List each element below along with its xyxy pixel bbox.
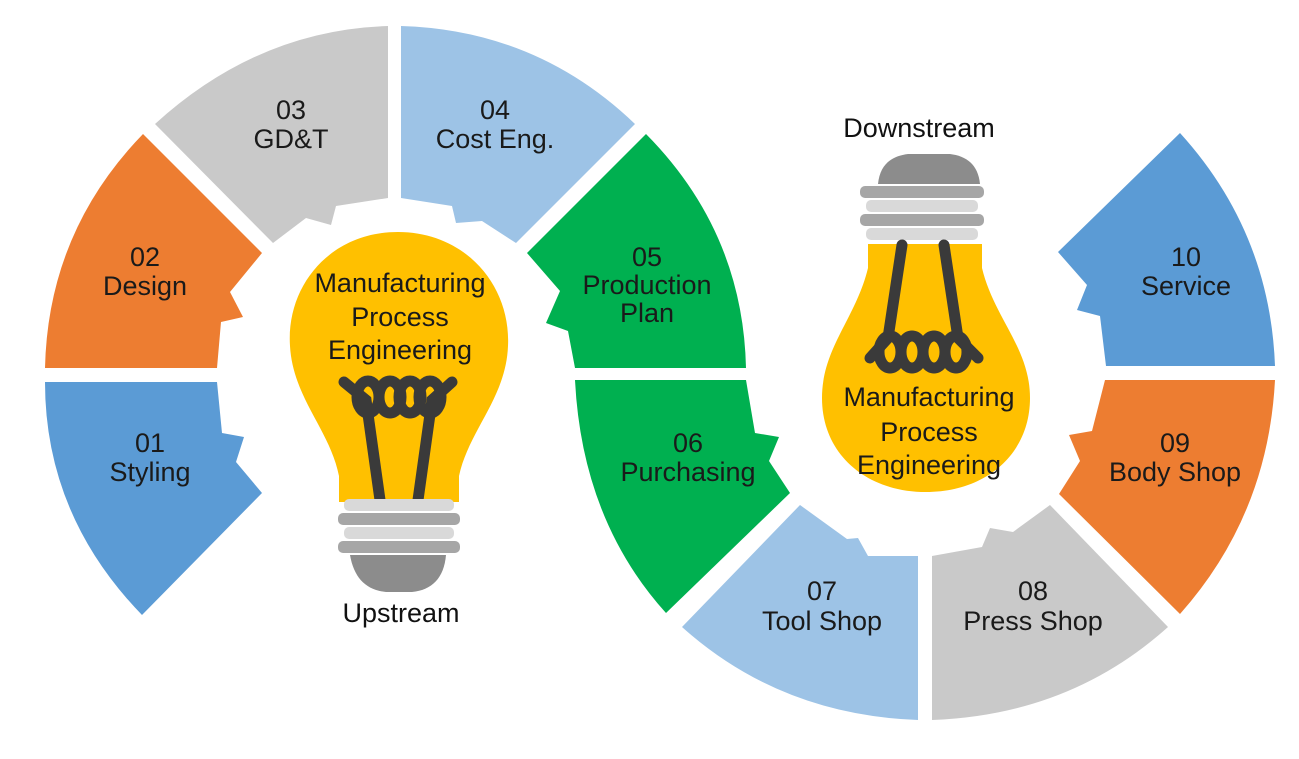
segment-02-number: 02: [130, 242, 160, 272]
right-hub-title-line1: Manufacturing: [843, 382, 1014, 412]
left-hub-title-line1: Manufacturing: [314, 268, 485, 298]
segment-05-label-line2: Plan: [620, 298, 674, 328]
segment-05-number: 05: [632, 242, 662, 272]
segment-07-tool-shop: [682, 505, 918, 720]
segment-08-label: Press Shop: [963, 606, 1103, 636]
segment-04-cost-eng: [401, 26, 635, 243]
segment-01-label: Styling: [109, 457, 190, 487]
segment-03-gdt: [155, 26, 388, 243]
segment-03-label: GD&T: [253, 124, 328, 154]
segment-06-number: 06: [673, 428, 703, 458]
upstream-label: Upstream: [342, 598, 459, 628]
right-hub-title-line3: Engineering: [857, 450, 1001, 480]
left-hub-title-line3: Engineering: [328, 335, 472, 365]
segment-09-body-shop: [1059, 380, 1275, 614]
bulb-socket: [860, 154, 984, 240]
left-hub-title-line2: Process: [351, 302, 449, 332]
segment-01-styling: [45, 382, 262, 615]
bulb-filament: [864, 239, 984, 374]
segment-05-production-plan: [527, 134, 746, 368]
segment-03-number: 03: [276, 95, 306, 125]
right-hub-title-line2: Process: [880, 417, 978, 447]
segment-02-design: [45, 134, 262, 368]
segment-10-number: 10: [1171, 242, 1201, 272]
segment-04-number: 04: [480, 95, 510, 125]
segment-06-purchasing: [575, 380, 790, 613]
bulb-glass: [289, 232, 509, 502]
segment-02-label: Design: [103, 271, 187, 301]
bulb-filament: [338, 375, 458, 506]
segment-10-label: Service: [1141, 271, 1231, 301]
segment-08-press-shop: [932, 505, 1168, 720]
downstream-label: Downstream: [843, 113, 995, 143]
segment-10-service: [1058, 133, 1275, 366]
segment-09-label: Body Shop: [1109, 457, 1241, 487]
segment-08-number: 08: [1018, 576, 1048, 606]
segment-06-label: Purchasing: [620, 457, 755, 487]
segment-04-label: Cost Eng.: [436, 124, 555, 154]
segment-09-number: 09: [1160, 428, 1190, 458]
segment-07-number: 07: [807, 576, 837, 606]
bulb-socket: [338, 499, 460, 592]
light-bulb-icon: [822, 154, 1030, 492]
segment-01-number: 01: [135, 428, 165, 458]
segment-07-label: Tool Shop: [762, 606, 882, 636]
segment-05-label: Production: [582, 270, 711, 300]
light-bulb-icon: [289, 232, 509, 592]
